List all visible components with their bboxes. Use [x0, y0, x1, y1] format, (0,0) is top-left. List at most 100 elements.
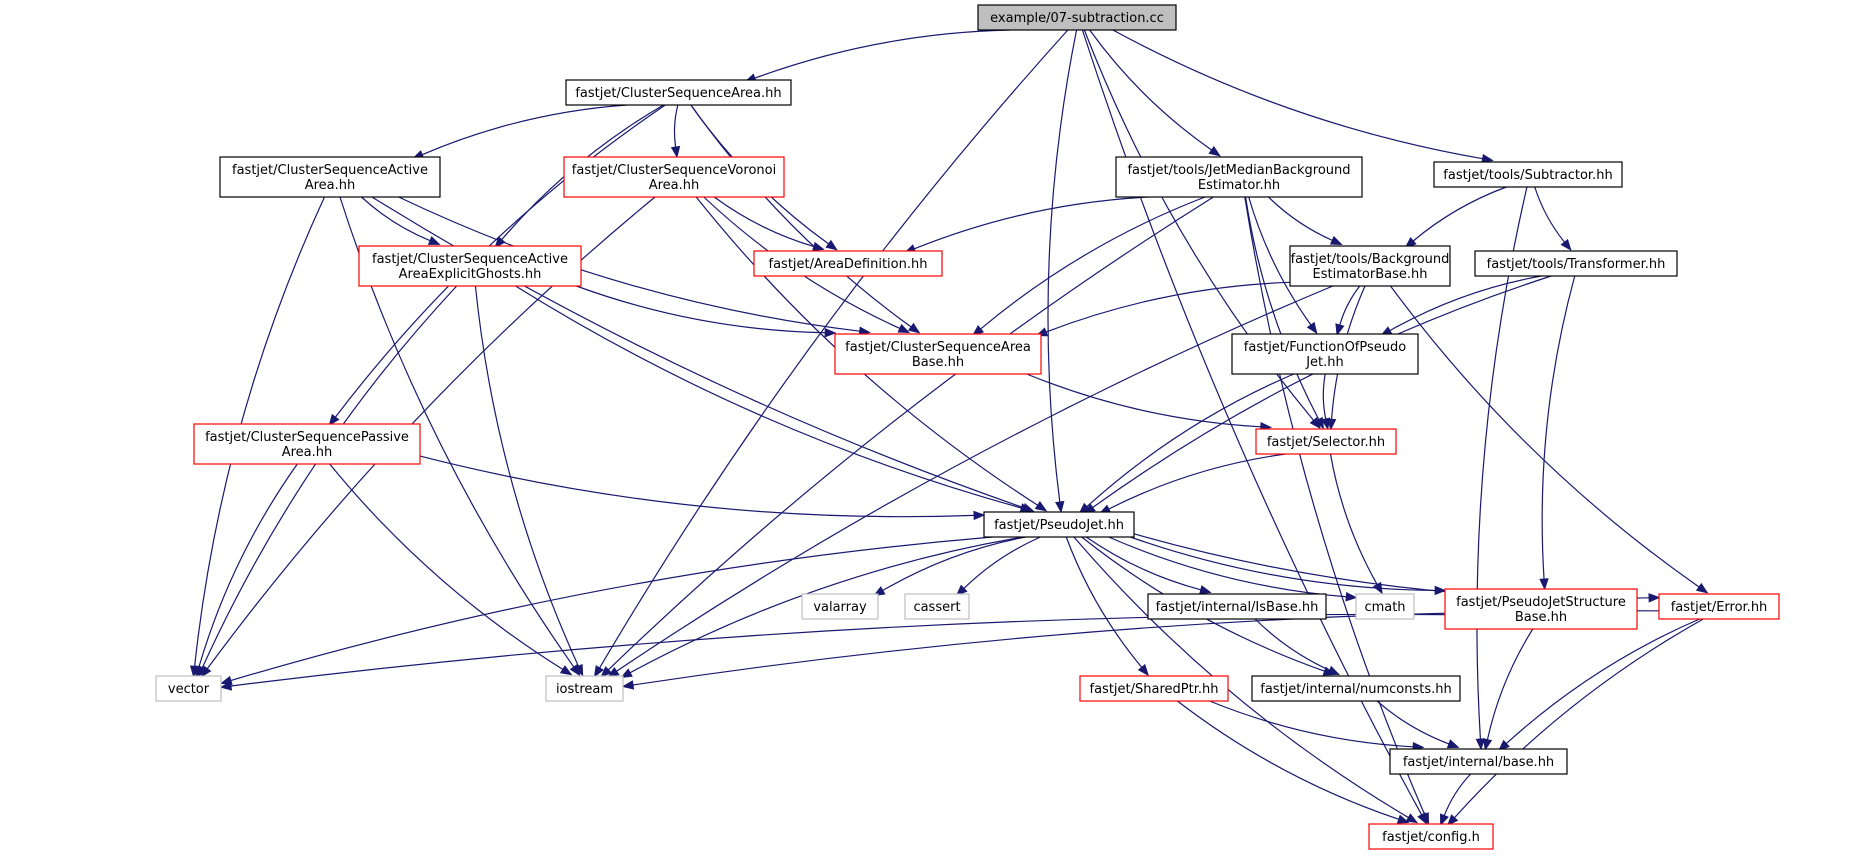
- edge-explicitghosts-to-pseudojet: [515, 285, 1022, 509]
- node-box[interactable]: [753, 250, 943, 277]
- edge-passive-to-pseudojet: [419, 455, 975, 518]
- node-box[interactable]: [565, 79, 792, 106]
- node-cassert[interactable]: cassert: [904, 593, 970, 620]
- node-box[interactable]: [1368, 823, 1494, 850]
- node-numconsts[interactable]: fastjet/internal/numconsts.hh: [1251, 675, 1461, 702]
- edge-jetmedian-to-bgbase: [1268, 196, 1333, 241]
- node-label: fastjet/FunctionOfPseudo: [1244, 340, 1406, 355]
- arrowhead-icon: [427, 236, 441, 245]
- node-label: fastjet/AreaDefinition.hh: [769, 257, 928, 272]
- node-isbase[interactable]: fastjet/internal/IsBase.hh: [1147, 593, 1327, 620]
- node-box[interactable]: [1658, 593, 1780, 620]
- node-box[interactable]: [1115, 156, 1363, 198]
- edge-isbase-to-numconsts: [1254, 618, 1330, 671]
- arrowhead-icon: [1420, 812, 1430, 825]
- arrowhead-icon: [593, 665, 604, 678]
- edge-jetmedian-to-config: [1244, 196, 1426, 815]
- node-explicitghosts[interactable]: fastjet/ClusterSequenceActiveAreaExplici…: [358, 245, 582, 287]
- arrowhead-icon: [1648, 593, 1661, 603]
- node-box[interactable]: [1389, 748, 1568, 775]
- node-label: fastjet/PseudoJet.hh: [994, 518, 1124, 533]
- node-box[interactable]: [1251, 675, 1461, 702]
- node-root[interactable]: example/07-subtraction.cc: [977, 4, 1177, 31]
- node-sharedptr[interactable]: fastjet/SharedPtr.hh: [1079, 675, 1229, 702]
- arrowhead-icon: [1695, 582, 1709, 594]
- edge-subtractor-to-transformer: [1534, 186, 1565, 243]
- edge-csa-to-csabase: [690, 104, 912, 328]
- node-label: fastjet/Error.hh: [1671, 600, 1768, 615]
- node-box[interactable]: [834, 333, 1042, 375]
- edge-root-to-iostream: [599, 29, 1069, 669]
- node-box[interactable]: [1444, 588, 1638, 630]
- node-box[interactable]: [155, 675, 222, 702]
- arrowhead-icon: [1199, 585, 1212, 595]
- edge-selector-to-cmath: [1329, 453, 1378, 585]
- node-box[interactable]: [1079, 675, 1229, 702]
- node-box[interactable]: [801, 593, 879, 620]
- edge-selector-to-pseudojet: [1108, 453, 1286, 510]
- node-box[interactable]: [1255, 428, 1397, 455]
- node-box[interactable]: [904, 593, 970, 620]
- node-box[interactable]: [193, 423, 421, 465]
- node-box[interactable]: [1289, 245, 1451, 287]
- arrowhead-icon: [1055, 500, 1065, 514]
- node-transformer[interactable]: fastjet/tools/Transformer.hh: [1474, 250, 1678, 277]
- node-vector[interactable]: vector: [155, 675, 222, 702]
- edge-csa-to-active: [421, 104, 627, 156]
- arrowhead-icon: [1019, 503, 1033, 513]
- arrowhead-icon: [328, 413, 340, 427]
- node-box[interactable]: [1474, 250, 1678, 277]
- node-box[interactable]: [977, 4, 1177, 31]
- node-box[interactable]: [545, 675, 624, 702]
- node-box[interactable]: [563, 156, 785, 198]
- edge-explicitghosts-to-iostream: [474, 285, 580, 667]
- node-label: Area.hh: [282, 445, 333, 460]
- edge-transformer-to-funcofpj: [1389, 275, 1542, 332]
- node-areadef[interactable]: fastjet/AreaDefinition.hh: [753, 250, 943, 277]
- node-label: fastjet/internal/IsBase.hh: [1156, 600, 1319, 615]
- arrowhead-icon: [812, 241, 825, 251]
- edge-pseudojet-to-sharedptr: [1065, 536, 1143, 668]
- edge-root-to-pseudojet: [1047, 29, 1078, 503]
- node-jetmedian[interactable]: fastjet/tools/JetMedianBackgroundEstimat…: [1115, 156, 1363, 198]
- edge-error-to-config: [1454, 618, 1704, 819]
- node-label: cmath: [1364, 600, 1405, 615]
- node-box[interactable]: [983, 511, 1135, 538]
- node-box[interactable]: [1231, 333, 1419, 375]
- node-label: fastjet/internal/numconsts.hh: [1260, 682, 1452, 697]
- node-config[interactable]: fastjet/config.h: [1368, 823, 1494, 850]
- node-subtractor[interactable]: fastjet/tools/Subtractor.hh: [1433, 161, 1623, 188]
- arrowhead-icon: [973, 510, 986, 521]
- arrowhead-icon: [1396, 814, 1410, 824]
- edge-bgbase-to-funcofpj: [1339, 285, 1361, 326]
- edge-pseudojet-to-cassert: [963, 536, 1041, 589]
- node-selector[interactable]: fastjet/Selector.hh: [1255, 428, 1397, 455]
- node-base[interactable]: fastjet/internal/base.hh: [1389, 748, 1568, 775]
- node-box[interactable]: [1355, 593, 1415, 620]
- arrowhead-icon: [1306, 321, 1318, 335]
- node-csa[interactable]: fastjet/ClusterSequenceArea.hh: [565, 79, 792, 106]
- node-pseudojet[interactable]: fastjet/PseudoJet.hh: [983, 511, 1135, 538]
- node-error[interactable]: fastjet/Error.hh: [1658, 593, 1780, 620]
- arrowhead-icon: [897, 323, 911, 334]
- node-box[interactable]: [1433, 161, 1623, 188]
- node-label: fastjet/config.h: [1382, 830, 1480, 845]
- node-box[interactable]: [1147, 593, 1327, 620]
- edge-voronoi-to-areadef: [713, 196, 815, 248]
- node-iostream[interactable]: iostream: [545, 675, 624, 702]
- node-label: example/07-subtraction.cc: [990, 11, 1164, 26]
- node-cmath[interactable]: cmath: [1355, 593, 1415, 620]
- edge-error-to-base: [1505, 618, 1700, 745]
- edge-jetmedian-to-iostream: [607, 196, 1214, 671]
- node-label: fastjet/tools/Subtractor.hh: [1443, 168, 1612, 183]
- node-box[interactable]: [358, 245, 582, 287]
- node-valarray[interactable]: valarray: [801, 593, 879, 620]
- node-box[interactable]: [219, 156, 441, 198]
